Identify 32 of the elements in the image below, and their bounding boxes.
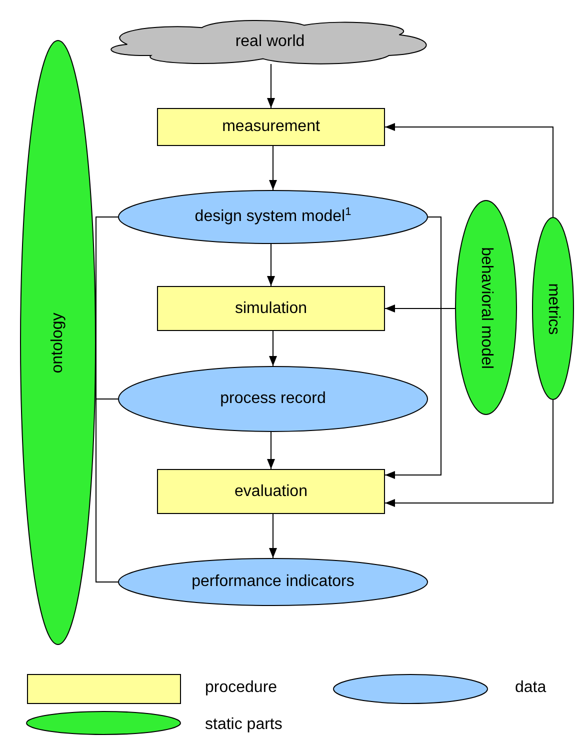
node-label: measurement [222,118,320,136]
node-label: simulation [234,300,308,318]
static-part-ellipse [455,200,517,415]
node-label: design system model$^{1}$ [194,208,352,226]
legend-label: static parts [205,716,282,734]
arrow [269,514,277,558]
arrow [267,432,275,470]
node-label: metrics [544,282,562,334]
node-label: process record [220,390,326,408]
process-box [157,286,385,331]
arrow [267,244,275,286]
arrow [269,330,277,366]
data-ellipse [118,558,428,606]
process-box [157,469,385,514]
arrow [384,216,442,479]
legend-label: procedure [205,679,278,697]
node-label: ontology [49,312,67,373]
node-label: behavioral model [477,246,495,368]
legend-label: data [515,679,546,697]
arrow [267,64,275,108]
data-ellipse [118,366,428,432]
arrow [384,400,554,507]
static-part-ellipse [532,217,574,400]
arrow [269,146,277,190]
process-box [157,108,385,146]
static-part-ellipse [20,40,96,645]
node-label: real world [235,33,305,51]
data-ellipse [118,190,428,244]
arrow [384,304,456,312]
node-label: performance indicators [192,573,354,591]
node-label: evaluation [234,482,308,500]
arrow [384,123,554,218]
